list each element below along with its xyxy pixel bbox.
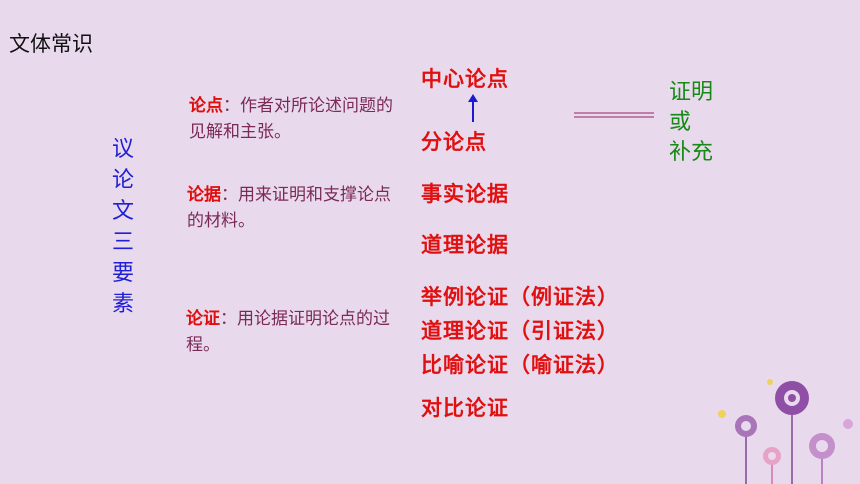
relation-line-1: 证明: [669, 80, 714, 105]
central-point: 中心论点: [421, 67, 509, 91]
definition-text: ：作者对所论述问题的见解和主张。: [189, 96, 393, 142]
arrow-up-icon: [468, 94, 478, 122]
method-example: 举例论证（例证法）: [421, 285, 619, 309]
evidence-fact: 事实论据: [421, 182, 509, 206]
evidence-reason: 道理论据: [421, 233, 509, 257]
slide-title: 文体常识: [9, 32, 93, 56]
definition-reasoning: 论证：用论据证明论点的过程。: [186, 306, 401, 358]
relation-line-2: 或: [669, 110, 692, 135]
relation-label: 证明 或 补充: [669, 78, 729, 168]
method-contrast: 对比论证: [421, 396, 509, 420]
relation-line-3: 补充: [669, 140, 714, 165]
definition-text: ：用论据证明论点的过程。: [186, 309, 390, 355]
sub-point: 分论点: [421, 130, 487, 154]
method-quotation: 道理论证（引证法）: [421, 319, 619, 343]
vertical-label: 议论文三要素: [111, 137, 134, 317]
definition-term: 论点: [189, 96, 223, 116]
definition-argument: 论点：作者对所论述问题的见解和主张。: [189, 93, 404, 145]
definition-term: 论证: [186, 309, 220, 329]
definition-text: ：用来证明和支撑论点的材料。: [187, 185, 391, 231]
connector-line: [574, 112, 654, 118]
flower-decoration-icon: [718, 379, 853, 484]
method-analogy: 比喻论证（喻证法）: [421, 353, 619, 377]
definition-term: 论据: [187, 185, 221, 205]
definition-evidence: 论据：用来证明和支撑论点的材料。: [187, 182, 402, 234]
